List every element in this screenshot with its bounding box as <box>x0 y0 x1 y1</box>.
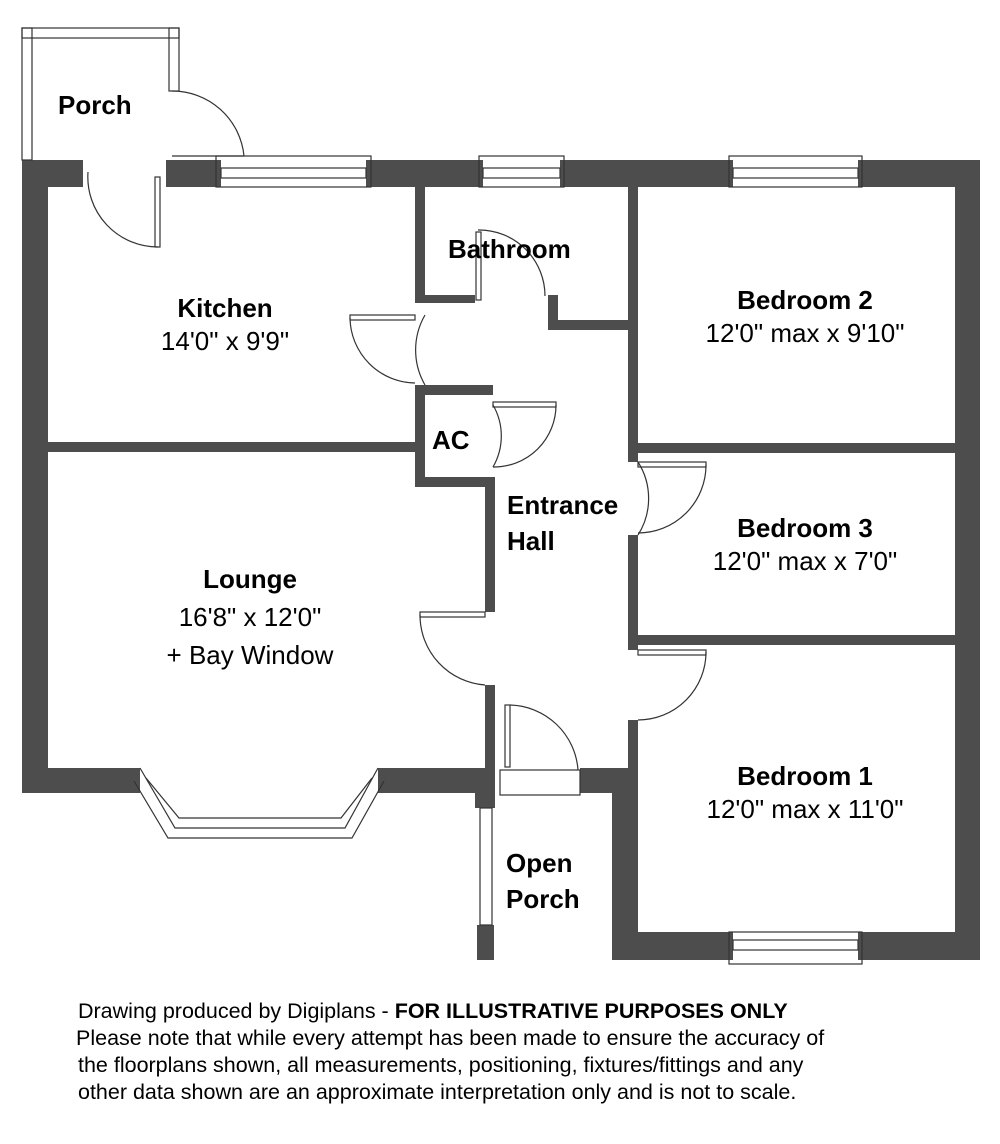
room-name: Bedroom 3 <box>737 513 873 543</box>
room-kitchen: Kitchen 14'0" x 9'9" <box>120 292 330 357</box>
disclaimer-line1: Drawing produced by Digiplans - FOR ILLU… <box>78 998 824 1025</box>
room-dimensions: 16'8" x 12'0" <box>178 602 322 632</box>
room-dimensions: 12'0" max x 9'10" <box>705 317 905 348</box>
room-name: Kitchen <box>177 293 273 323</box>
room-label-ac: AC <box>432 425 470 455</box>
room-name: Lounge <box>203 564 297 594</box>
room-dimensions: 12'0" max x 11'0" <box>706 793 904 824</box>
room-name: Bedroom 1 <box>737 761 873 791</box>
room-name-line1: Open <box>506 848 573 878</box>
room-bedroom-1: Bedroom 1 12'0" max x 11'0" <box>660 760 950 825</box>
room-name: Bedroom 2 <box>737 285 873 315</box>
disclaimer-line4: other data shown are an approximate inte… <box>78 1080 797 1104</box>
walls <box>22 160 980 960</box>
disclaimer-prefix: Drawing produced by Digiplans - <box>78 999 395 1023</box>
room-bedroom-2: Bedroom 2 12'0" max x 9'10" <box>660 284 950 349</box>
room-bedroom-3: Bedroom 3 12'0" max x 7'0" <box>660 512 950 577</box>
room-lounge: Lounge 16'8" x 12'0" + Bay Window <box>130 560 370 674</box>
windows-and-doors <box>21 27 863 965</box>
disclaimer-line3: the floorplans shown, all measurements, … <box>78 1053 804 1077</box>
room-name-line1: Entrance <box>507 490 619 520</box>
disclaimer: Drawing produced by Digiplans - FOR ILLU… <box>76 998 825 1106</box>
room-entrance-hall: Entrance Hall <box>507 487 618 559</box>
room-open-porch: Open Porch <box>506 845 580 917</box>
room-name-line2: Porch <box>506 884 580 914</box>
room-label-porch: Porch <box>58 90 132 120</box>
room-name-line2: Hall <box>507 526 555 556</box>
room-label-bathroom: Bathroom <box>448 234 571 264</box>
room-dimensions: 14'0" x 9'9" <box>160 325 290 356</box>
disclaimer-line2: Please note that while every attempt has… <box>76 1026 825 1050</box>
disclaimer-bold: FOR ILLUSTRATIVE PURPOSES ONLY <box>394 999 788 1023</box>
room-extra: + Bay Window <box>166 640 334 670</box>
room-dimensions: 12'0" max x 7'0" <box>712 545 898 576</box>
